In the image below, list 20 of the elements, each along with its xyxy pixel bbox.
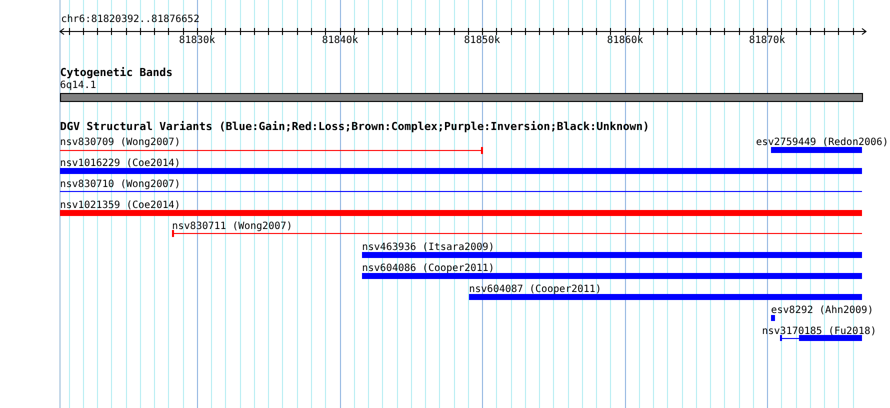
variant-label: esv2759449 (Redon2006) bbox=[756, 137, 888, 149]
tick-label: 81860k bbox=[607, 35, 644, 47]
track-title: DGV Structural Variants (Blue:Gain;Red:Loss;Brown:Complex;Purple:Inversion;Black:Unknown) bbox=[60, 121, 650, 133]
variant-label: nsv1021359 (Coe2014) bbox=[60, 200, 180, 212]
variant-label: nsv604086 (Cooper2011) bbox=[362, 263, 494, 275]
tick-label: 81850k bbox=[464, 35, 500, 47]
tick-label: 81870k bbox=[749, 35, 786, 47]
variant-label: nsv830711 (Wong2007) bbox=[172, 221, 292, 233]
tick-label: 81830k bbox=[179, 35, 216, 47]
variant-label: nsv463936 (Itsara2009) bbox=[362, 242, 494, 254]
band-label: 6q14.1 bbox=[60, 80, 96, 92]
variant-label: nsv830709 (Wong2007) bbox=[60, 137, 180, 149]
variant-label: esv8292 (Ahn2009) bbox=[771, 305, 874, 317]
variant-label: nsv604087 (Cooper2011) bbox=[469, 284, 602, 296]
variant-label: nsv830710 (Wong2007) bbox=[60, 179, 180, 191]
tick-label: 81840k bbox=[322, 35, 358, 47]
variant-label: nsv1016229 (Coe2014) bbox=[60, 158, 180, 170]
track-title: Cytogenetic Bands bbox=[60, 67, 173, 79]
variant-label: nsv3170185 (Fu2018) bbox=[762, 326, 876, 338]
region-label: chr6:81820392..81876652 bbox=[61, 14, 200, 26]
